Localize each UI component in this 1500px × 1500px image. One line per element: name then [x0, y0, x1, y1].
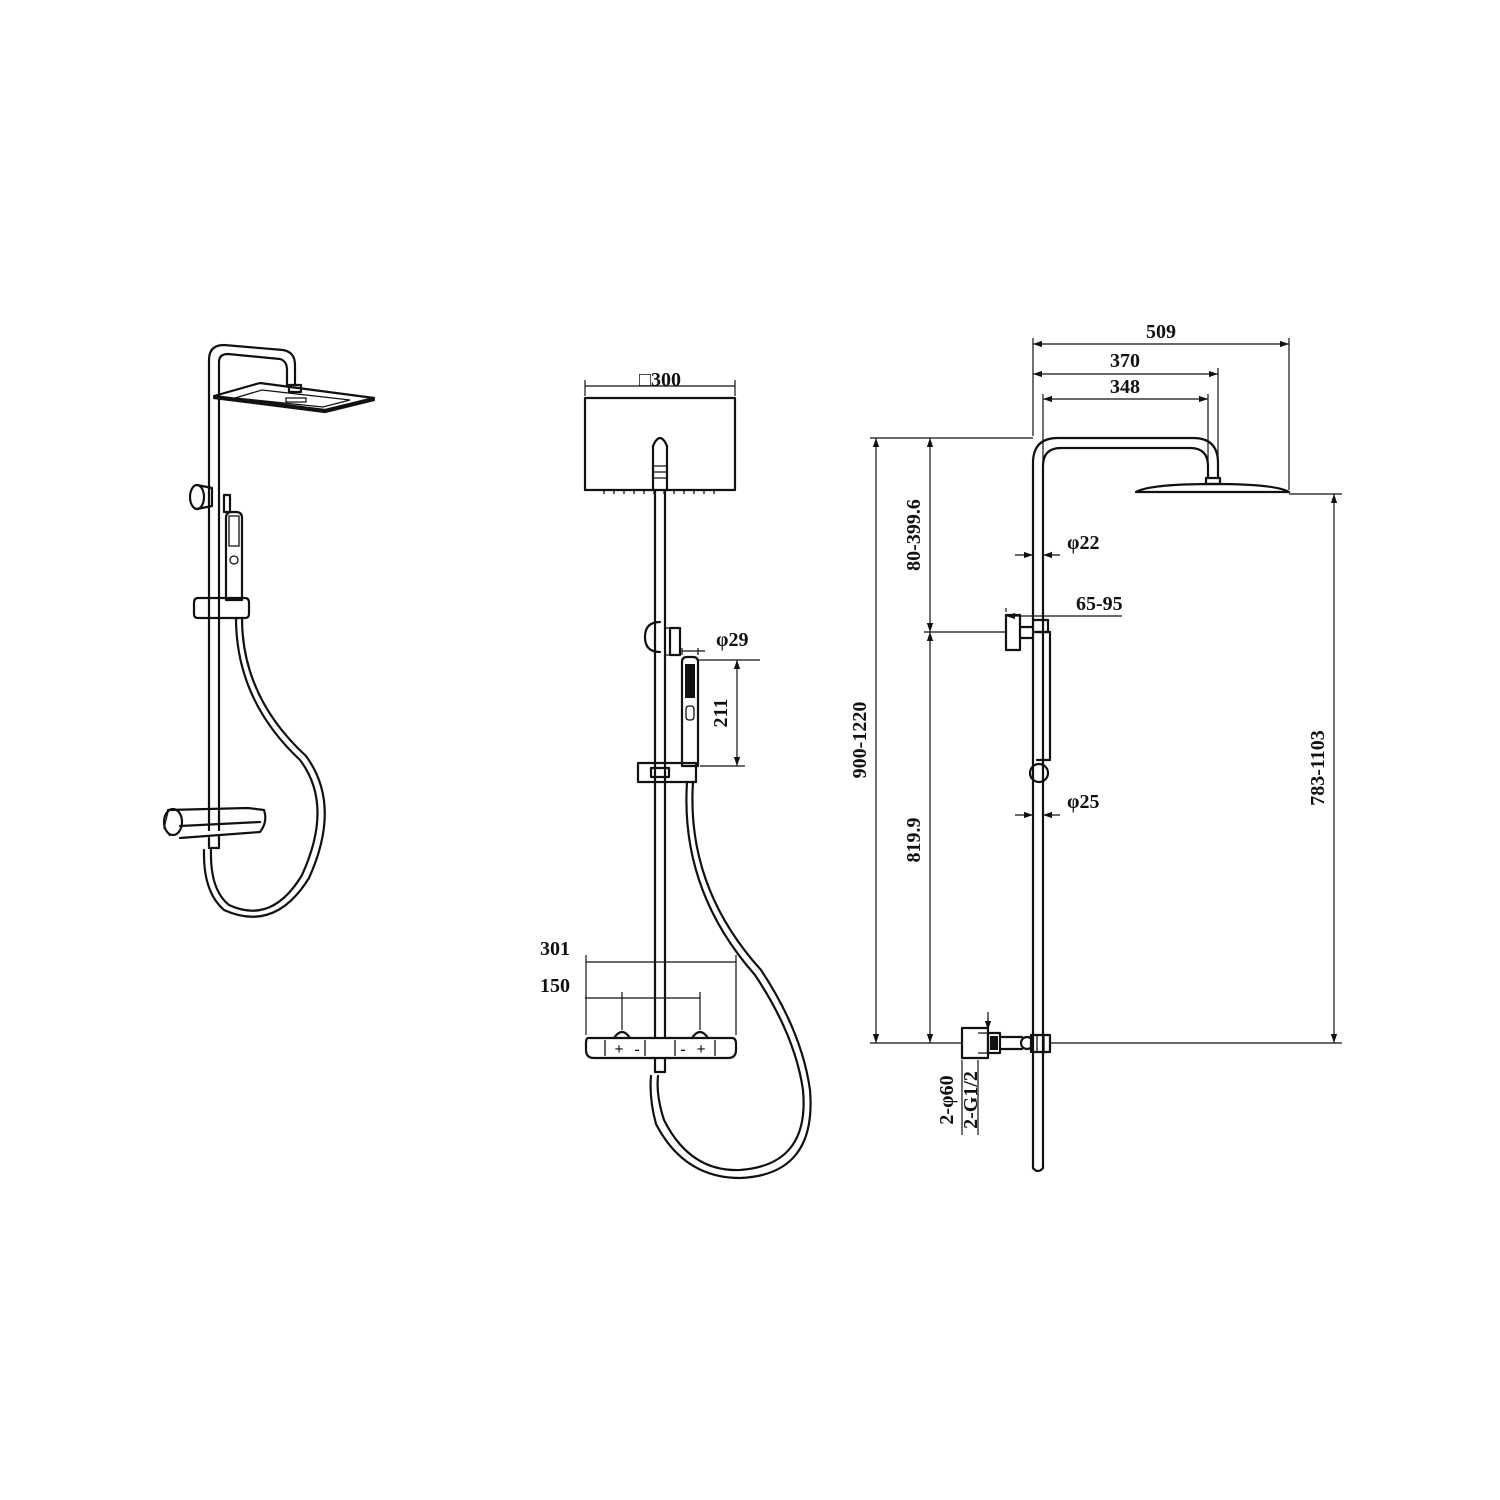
label-adjust-range: 80-399.6: [903, 499, 925, 571]
dimension-adjust-range: 80-399.6: [903, 438, 1006, 633]
dimension-head-height: 783-1103: [1050, 493, 1342, 1044]
dimension-arm-inner: 348: [1042, 376, 1209, 462]
side-view: 509 370 348 φ22 65-95 φ25: [849, 321, 1342, 1173]
perspective-column: [207, 343, 303, 832]
front-thermostatic-valve: + - - +: [584, 1030, 738, 1074]
label-inlet-thread: 2-G1/2: [960, 1071, 982, 1129]
dimension-arm-overall: 509: [1032, 321, 1290, 490]
label-handset-diameter: φ29: [716, 629, 748, 651]
side-valve-inlet: [960, 1026, 1052, 1060]
perspective-rain-head: [212, 381, 376, 414]
front-hand-shower: [680, 655, 700, 768]
valve-plus-right: +: [696, 1041, 705, 1058]
dimension-lower-tube-diameter: φ25: [1015, 791, 1099, 819]
label-total-height: 900-1220: [849, 702, 871, 779]
label-inlet-centres: 150: [540, 975, 570, 997]
dimension-handset-diameter: φ29: [681, 629, 760, 661]
label-head-height: 783-1103: [1307, 730, 1329, 806]
side-column: [1031, 436, 1220, 1173]
dimension-total-height: 900-1220: [849, 437, 1033, 1044]
perspective-wall-bracket: [188, 483, 232, 514]
label-arm-inner: 348: [1110, 376, 1140, 398]
dimension-inlet-centres: 150: [540, 975, 701, 1030]
label-arm-outer: 370: [1110, 350, 1140, 372]
perspective-hand-shower: [224, 510, 244, 602]
label-arm-overall: 509: [1146, 321, 1176, 343]
valve-plus-left: +: [614, 1041, 623, 1058]
front-rain-head: [583, 396, 737, 494]
valve-minus-left: -: [634, 1041, 639, 1058]
label-lower-tube-diameter: φ25: [1067, 791, 1099, 813]
front-hose: [649, 780, 812, 1180]
front-view: + - - + □300 φ29 211 301: [540, 369, 812, 1180]
dimension-handset-length: 211: [700, 660, 745, 767]
side-rain-head: [1134, 476, 1291, 494]
dimension-valve-width: 301: [540, 938, 737, 1035]
dimension-escutcheon: 2-φ60: [936, 1060, 963, 1135]
side-hand-shower: [1035, 630, 1052, 762]
label-wall-bracket-projection: 65-95: [1076, 593, 1123, 615]
dimension-arm-outer: 370: [1033, 350, 1219, 462]
dimension-inlet-thread: 2-G1/2: [960, 1012, 992, 1135]
dimension-head-size: □300: [584, 369, 736, 396]
perspective-thermostatic-valve: [162, 806, 267, 850]
label-upper-tube-diameter: φ22: [1067, 532, 1099, 554]
label-valve-width: 301: [540, 938, 570, 960]
label-escutcheon: 2-φ60: [936, 1075, 958, 1124]
dimension-wall-bracket-projection: 65-95: [1005, 593, 1123, 620]
front-wall-bracket: [643, 620, 682, 657]
dimension-upper-tube-diameter: φ22: [1015, 532, 1099, 559]
dimension-rail-height: 819.9: [903, 632, 934, 1043]
perspective-slider: [192, 596, 251, 620]
valve-minus-right: -: [680, 1041, 685, 1058]
label-rail-height: 819.9: [903, 818, 925, 863]
perspective-hose: [202, 616, 326, 918]
front-slider: [636, 761, 698, 784]
perspective-view: [162, 343, 376, 918]
label-head-size: □300: [639, 369, 681, 391]
side-slider: [1028, 762, 1050, 784]
label-handset-length: 211: [710, 699, 732, 728]
